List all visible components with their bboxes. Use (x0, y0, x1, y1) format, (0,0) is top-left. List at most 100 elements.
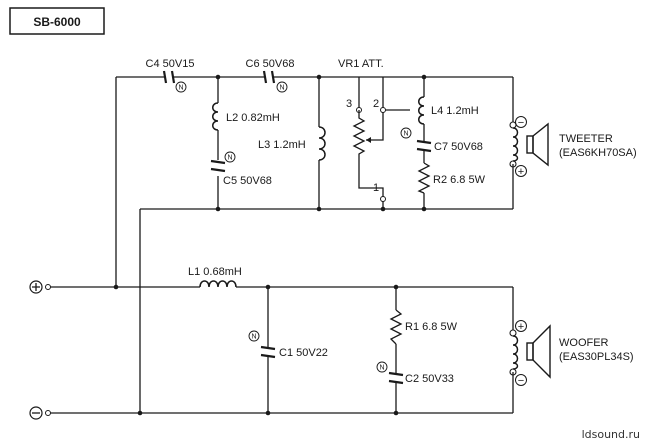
coil-icon (212, 102, 219, 131)
vr1-attenuator: VR1 ATT. 3 2 1 (338, 58, 386, 202)
c1-label: C1 50V22 (279, 347, 328, 359)
inductor-l2: L2 0.82mH (212, 102, 280, 131)
tweeter-minus-sign: − (518, 117, 524, 129)
wiring (50, 76, 514, 414)
woofer-plus-mark-icon (515, 320, 527, 332)
capacitor-c5: C5 50V68 (210, 159, 272, 187)
junction-dot (393, 284, 399, 290)
plus-input-icon (29, 280, 43, 294)
tweeter-terminal-minus (509, 160, 517, 168)
woofer-driver: + − WOOFER (EAS30PL34S) (509, 320, 634, 387)
vr1-pin2-terminal (380, 107, 386, 113)
l1-label: L1 0.68mH (188, 266, 242, 278)
vr1-resistor-zigzag-icon (352, 110, 366, 162)
junction-dot (393, 410, 399, 416)
input-terminal-minus (29, 406, 51, 420)
l2-label: L2 0.82mH (226, 112, 280, 124)
nonpolar-circle-icon (276, 81, 288, 93)
nonpolar-letter: N (251, 334, 256, 341)
terminal-ring (45, 284, 51, 290)
resistor-r1: R1 6.8 5W (389, 309, 458, 345)
capacitor-c4: C4 50V15 (146, 58, 195, 84)
nonpolar-letter: N (227, 155, 232, 162)
nonpolar-mark-c1: N (248, 330, 260, 342)
inductor-l1: L1 0.68mH (188, 266, 242, 288)
vr1-pin1-wire (358, 162, 384, 209)
resistor-zigzag-icon (389, 309, 403, 345)
tweeter-plus-sign: + (518, 166, 524, 178)
woofer-cone-icon (532, 324, 551, 379)
tweeter-name: TWEETER (559, 133, 613, 145)
capacitor-plate (388, 371, 404, 377)
c6-label: C6 50V68 (246, 58, 295, 70)
nonpolar-circle-icon (376, 361, 388, 373)
junction-dot (316, 206, 322, 212)
woofer-terminal-minus (509, 368, 517, 376)
woofer-plus-sign: + (518, 321, 524, 333)
resistor-zigzag-icon (417, 162, 431, 194)
vr1-pin2-label: 2 (373, 98, 379, 110)
resistor-r2: R2 6.8 5W (417, 162, 486, 194)
plus-sign-icon (32, 283, 40, 291)
nonpolar-circle-icon (400, 127, 412, 139)
r2-label: R2 6.8 5W (433, 174, 486, 186)
woofer-name: WOOFER (559, 337, 609, 349)
vr1-pin1-label: 1 (373, 182, 379, 194)
junction-dot (421, 74, 427, 80)
nonpolar-mark-c6: N (276, 81, 288, 93)
capacitor-c7: C7 50V68 (416, 139, 483, 153)
woofer-magnet-icon (526, 342, 534, 361)
nonpolar-letter: N (178, 85, 183, 92)
input-terminal-plus (29, 280, 51, 294)
tweeter-model: (EAS6KH70SA) (559, 147, 637, 159)
coil-icon (199, 280, 237, 288)
vr1-wiper-wire (372, 110, 384, 141)
junction-dot (113, 284, 119, 290)
junction-dot (215, 74, 221, 80)
capacitor-c1: C1 50V22 (260, 345, 328, 359)
vr1-label: VR1 ATT. (338, 58, 384, 70)
inductor-l3: L3 1.2mH (258, 126, 326, 161)
woofer-minus-sign: − (518, 375, 524, 387)
nonpolar-mark-c4: N (175, 81, 187, 93)
woofer-minus-mark-icon (515, 374, 527, 386)
junction-dot (215, 206, 221, 212)
junction-dot (137, 410, 143, 416)
nonpolar-letter: N (279, 85, 284, 92)
l3-label: L3 1.2mH (258, 139, 306, 151)
nonpolar-letter: N (403, 131, 408, 138)
vr1-wiper-arrow-icon (366, 137, 371, 143)
capacitor-plate (416, 139, 432, 145)
tweeter-driver: − + TWEETER (EAS6KH70SA) (509, 116, 637, 178)
nonpolar-marks: N N N N N N (175, 81, 412, 373)
junction-dot (316, 74, 322, 80)
coil-icon (318, 126, 326, 161)
nonpolar-mark-c2: N (376, 361, 388, 373)
woofer-coil-icon (512, 335, 519, 370)
nonpolar-circle-icon (175, 81, 187, 93)
title-box: SB-6000 (9, 7, 105, 35)
tweeter-minus-mark-icon (515, 116, 527, 128)
junction-dot (265, 284, 271, 290)
l4-label: L4 1.2mH (431, 105, 479, 117)
c4-label: C4 50V15 (146, 58, 195, 70)
capacitor-plate (388, 379, 404, 385)
terminal-ring (45, 410, 51, 416)
c2-label: C2 50V33 (405, 373, 454, 385)
tweeter-coil-icon (512, 127, 519, 162)
capacitor-c6: C6 50V68 (246, 58, 295, 84)
inductor-l4: L4 1.2mH (418, 96, 479, 125)
woofer-terminal-plus (509, 329, 517, 337)
capacitor-plate (210, 167, 226, 173)
nonpolar-mark-c7: N (400, 127, 412, 139)
tweeter-cone-icon (532, 122, 549, 167)
junction-dot (380, 206, 386, 212)
capacitor-plate (260, 345, 276, 351)
minus-input-icon (29, 406, 43, 420)
watermark: ldsound.ru (582, 428, 640, 441)
c7-label: C7 50V68 (434, 141, 483, 153)
woofer-model: (EAS30PL34S) (559, 351, 634, 363)
junction-dot (421, 206, 427, 212)
vr1-pin2-link (382, 77, 410, 111)
